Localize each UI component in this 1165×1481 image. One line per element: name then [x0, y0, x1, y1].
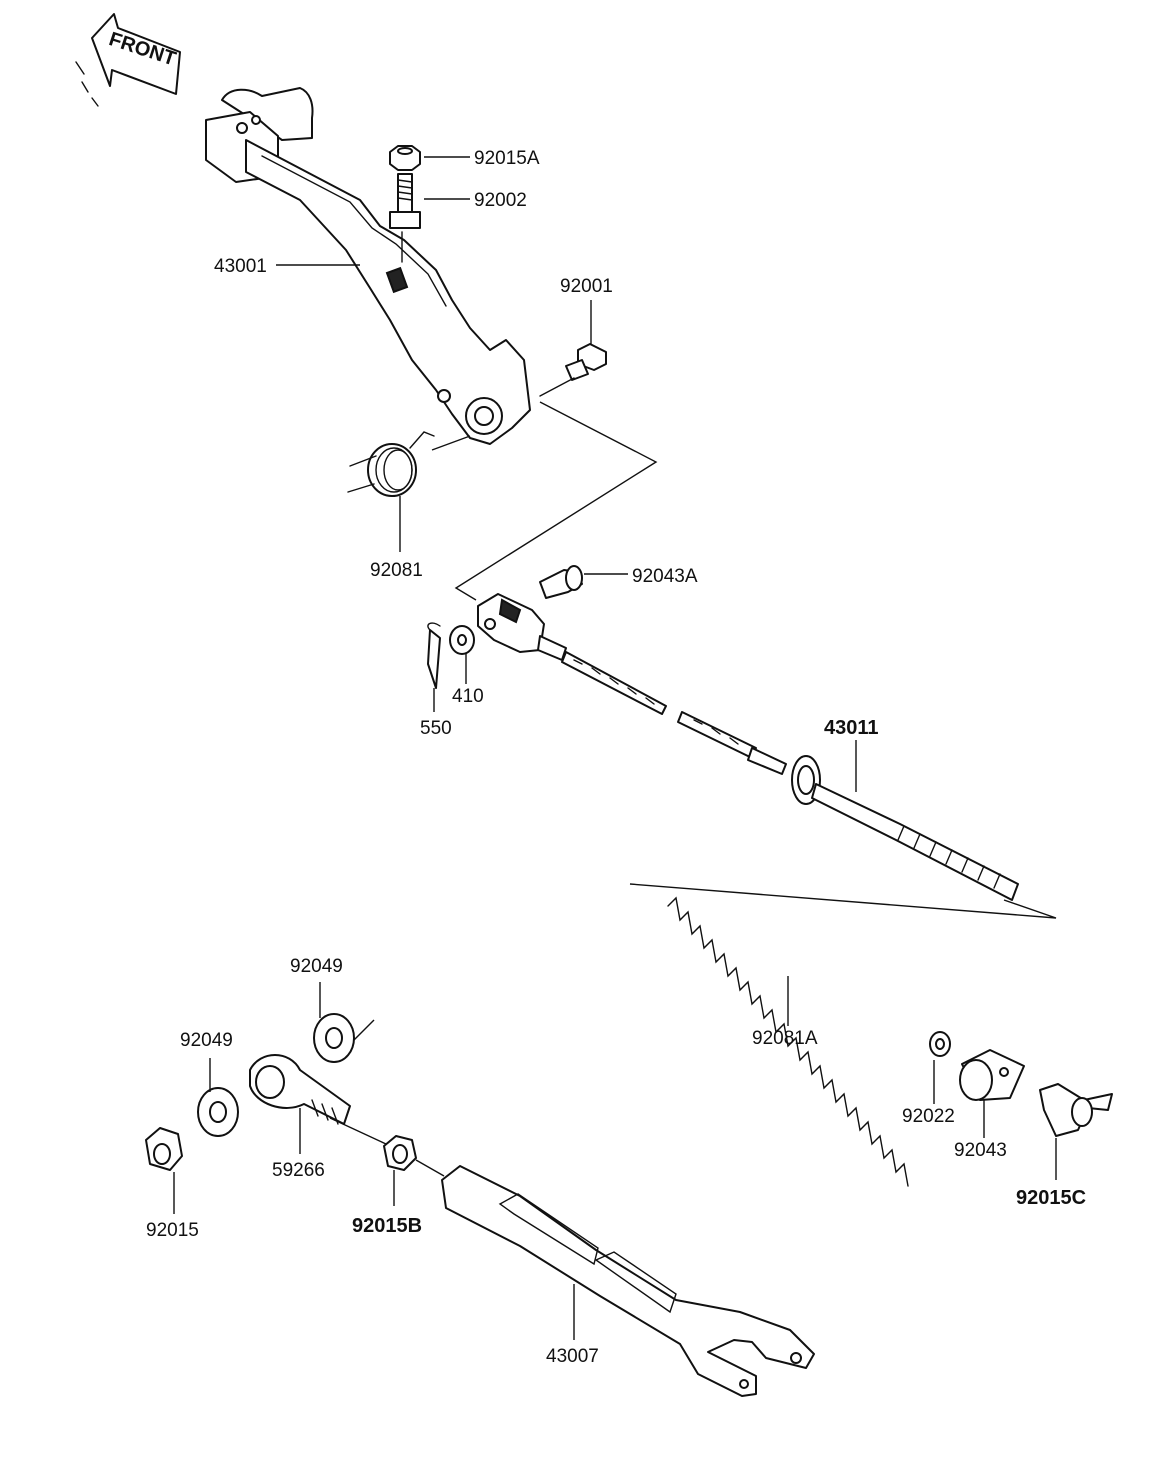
label-92049-left: 92049 [180, 1030, 233, 1051]
washer-cotterpin-drawing [427, 622, 475, 712]
rod-end-hardware-drawing [145, 982, 417, 1214]
label-92015A: 92015A [474, 148, 540, 169]
adjust-hardware-drawing [929, 1031, 1113, 1180]
label-92015: 92015 [146, 1220, 199, 1241]
adjuster-rod-drawing [441, 1165, 815, 1397]
label-92081A: 92081A [752, 1028, 818, 1049]
label-43007: 43007 [546, 1346, 599, 1367]
assembly-lines [329, 401, 1057, 1177]
label-92015B: 92015B [352, 1215, 422, 1237]
clevis-drawing [477, 565, 628, 661]
front-arrow: FRONT [75, 13, 181, 107]
adjuster-nut-bolt-drawing [389, 145, 470, 229]
return-spring-drawing [347, 431, 471, 552]
label-92049-top: 92049 [290, 956, 343, 977]
label-43001: 43001 [214, 256, 267, 277]
brake-pedal-drawing [205, 87, 531, 445]
label-550: 550 [420, 718, 452, 739]
label-92081: 92081 [370, 560, 423, 581]
label-92001: 92001 [560, 276, 613, 297]
pivot-bolt-drawing [539, 300, 607, 397]
brake-rod-drawing [561, 651, 1019, 901]
label-92043: 92043 [954, 1140, 1007, 1161]
rod-spring-drawing [667, 896, 909, 1187]
label-410: 410 [452, 686, 484, 707]
label-92043A: 92043A [632, 566, 698, 587]
label-92022: 92022 [902, 1106, 955, 1127]
label-43011: 43011 [824, 717, 879, 739]
label-92002: 92002 [474, 190, 527, 211]
label-59266: 59266 [272, 1160, 325, 1181]
label-92015C: 92015C [1016, 1187, 1086, 1209]
